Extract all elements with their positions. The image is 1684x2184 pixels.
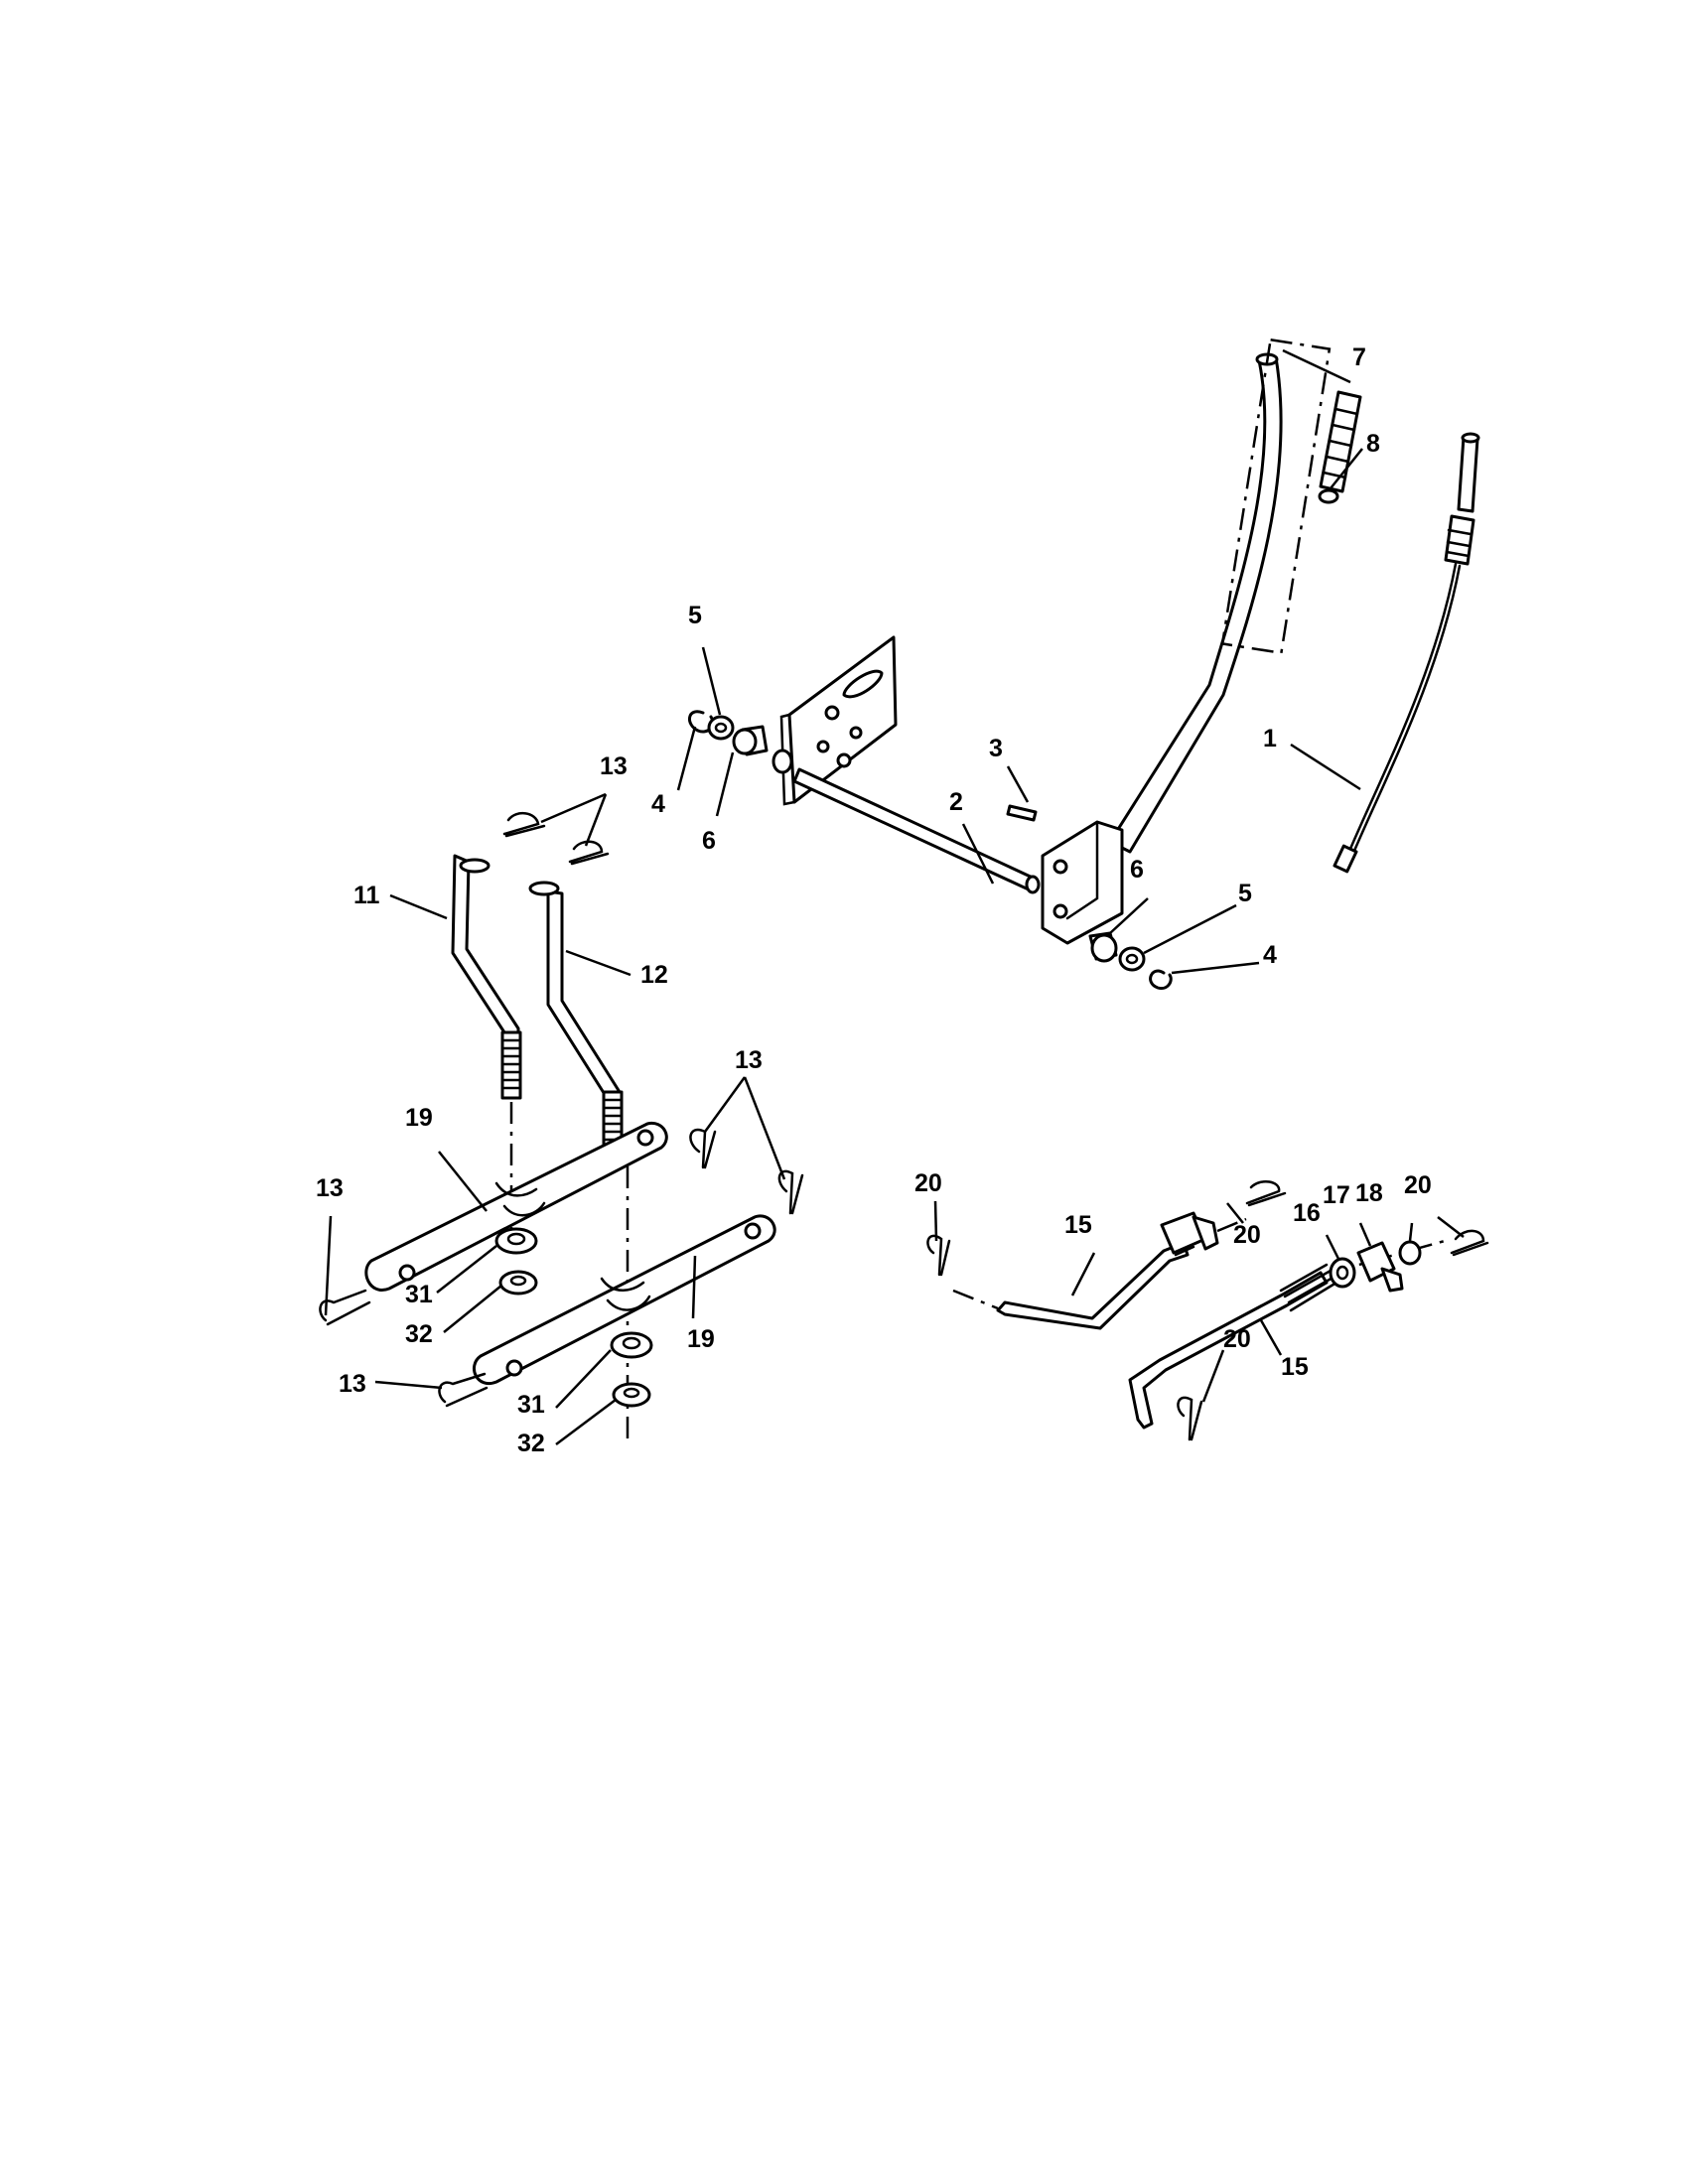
lift-link-left — [451, 854, 522, 1100]
lift-arm-lower — [472, 1214, 776, 1386]
draft-rod-lower — [1128, 1263, 1338, 1430]
callout-12: 12 — [640, 961, 668, 989]
nut-upper — [498, 1270, 538, 1296]
handle-extension-outline — [1220, 338, 1332, 655]
callout-20-lower: 20 — [1223, 1325, 1251, 1353]
leader-lines — [324, 348, 1465, 1445]
callout-20-right: 20 — [1404, 1171, 1432, 1199]
callout-6-left: 6 — [702, 827, 716, 855]
lift-link-right — [528, 881, 624, 1163]
callout-13-bottom: 13 — [339, 1370, 366, 1398]
nut-lower — [612, 1382, 651, 1408]
callout-1: 1 — [1263, 725, 1277, 752]
jam-nut — [1329, 1257, 1356, 1289]
callout-8: 8 — [1366, 430, 1380, 458]
callout-16: 16 — [1293, 1199, 1321, 1227]
lift-cable — [1333, 432, 1480, 874]
callout-2: 2 — [949, 788, 963, 816]
hairpin-clip-1 — [502, 812, 546, 838]
callout-13-top: 13 — [600, 752, 628, 780]
callout-11: 11 — [353, 882, 380, 909]
hairpin-clip-3 — [689, 1128, 717, 1169]
roll-pin — [1006, 804, 1038, 822]
callout-32-upper: 32 — [405, 1320, 433, 1348]
hairpin-clip-2 — [568, 840, 610, 866]
callout-15-upper: 15 — [1064, 1211, 1092, 1239]
washer-left — [707, 715, 735, 741]
callout-18: 18 — [1355, 1179, 1383, 1207]
lift-handle — [1041, 352, 1283, 945]
callout-20-center: 20 — [1233, 1221, 1261, 1249]
draft-rod-upper — [996, 1211, 1219, 1330]
hairpin-clip-7 — [926, 1234, 951, 1277]
lock-washer-upper — [494, 1227, 538, 1255]
hairpin-clip-4 — [777, 1169, 804, 1215]
callout-3: 3 — [989, 735, 1003, 762]
e-ring-clip-right — [1149, 969, 1173, 991]
callout-13-right: 13 — [735, 1046, 763, 1074]
callout-15-lower: 15 — [1281, 1353, 1309, 1381]
hairpin-clip-5 — [319, 1289, 371, 1326]
callout-4-right: 4 — [1263, 941, 1277, 969]
lock-washer-lower — [610, 1331, 653, 1359]
callout-13-left: 13 — [316, 1174, 344, 1202]
trunnion-nut — [1398, 1240, 1422, 1266]
grip-ferrule — [1318, 488, 1339, 504]
hairpin-clip-9 — [1450, 1229, 1489, 1257]
lift-shaft-bracket — [772, 635, 1041, 894]
hairpin-clip-8 — [1245, 1179, 1287, 1207]
callout-19-lower: 19 — [687, 1325, 715, 1353]
callout-20-far-left: 20 — [914, 1169, 942, 1197]
washer-right — [1118, 946, 1146, 972]
callout-5-right: 5 — [1238, 880, 1252, 907]
callout-17: 17 — [1323, 1181, 1350, 1209]
rod-axis-upper-right — [1216, 1217, 1247, 1233]
callout-32-lower: 32 — [517, 1430, 545, 1457]
lift-arm-upper — [364, 1121, 668, 1292]
callout-6-right: 6 — [1130, 856, 1144, 884]
callout-numbers: 7 8 1 3 2 5 4 6 6 5 4 13 11 12 13 19 13 … — [316, 343, 1432, 1457]
callout-31-upper: 31 — [405, 1281, 433, 1308]
handle-grip — [1319, 390, 1362, 493]
hairpin-clip-6 — [438, 1372, 489, 1408]
callout-4-left: 4 — [651, 790, 665, 818]
rod-axis-upper — [952, 1289, 999, 1310]
callout-7: 7 — [1352, 343, 1366, 371]
callout-5-left: 5 — [688, 602, 702, 629]
callout-19-upper: 19 — [405, 1104, 433, 1132]
hairpin-clip-10 — [1177, 1396, 1203, 1441]
callout-31-lower: 31 — [517, 1391, 545, 1419]
